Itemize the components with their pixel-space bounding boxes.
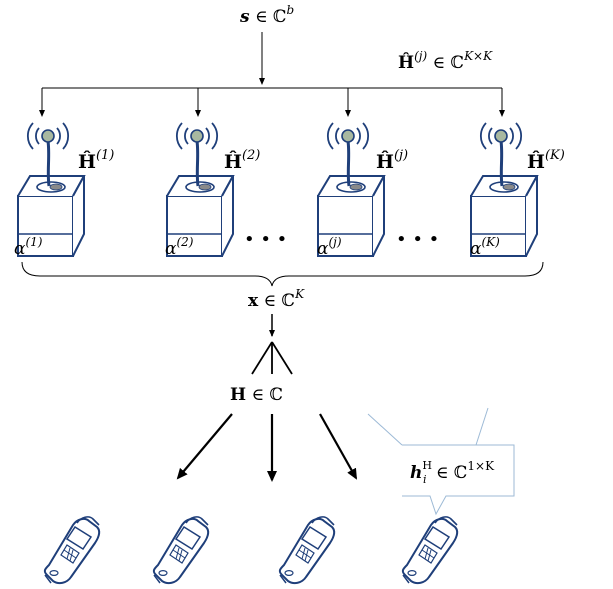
- mobile-phone-icon: [43, 515, 101, 585]
- distribution-lines: [39, 32, 505, 117]
- ellipsis-left: • • •: [244, 229, 287, 250]
- mobile-phone-icon: [152, 515, 210, 585]
- transmitter-K: Ĥ(K) α(K): [469, 121, 565, 259]
- signal-label: s ∈ ℂb: [239, 3, 294, 27]
- tx-alpha-label: α(1): [14, 235, 43, 259]
- tx-alpha-label: α(K): [470, 235, 500, 259]
- tx-channel-label: Ĥ(j): [376, 148, 408, 173]
- fan-lines: [251, 341, 293, 375]
- tx-alpha-label: α(j): [317, 235, 342, 259]
- ellipsis-right: • • •: [396, 229, 439, 250]
- channel-estimate-label: Ĥ(j) ∈ ℂK×K: [398, 49, 493, 73]
- channel-label: H ∈ ℂ: [230, 385, 283, 405]
- transmitter-1: Ĥ(1) α(1): [14, 121, 114, 259]
- transmitter-2: Ĥ(2) α(2): [165, 121, 260, 259]
- tx-alpha-label: α(2): [165, 235, 194, 259]
- brace: [21, 261, 544, 287]
- tx-vector-label: x ∈ ℂK: [248, 287, 305, 311]
- transmitter-j: Ĥ(j) α(j): [316, 121, 408, 259]
- mobile-phone-icon: [401, 515, 459, 585]
- user-channel-callout: [367, 407, 515, 516]
- user-arrows: [176, 413, 357, 482]
- tx-channel-label: Ĥ(2): [224, 148, 260, 173]
- tx-channel-label: Ĥ(1): [78, 148, 114, 173]
- mobile-phone-icon: [278, 515, 336, 585]
- tx-channel-label: Ĥ(K): [527, 148, 565, 173]
